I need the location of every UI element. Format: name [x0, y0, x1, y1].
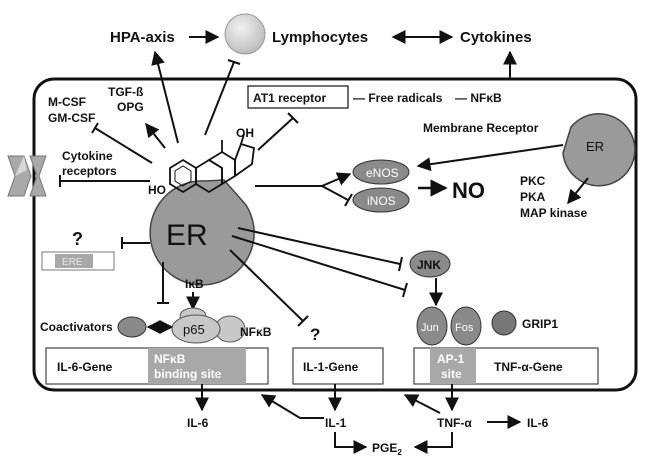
p65-label: p65	[183, 322, 205, 337]
er-inhibits-jnk	[237, 227, 401, 265]
pka-label: PKA	[520, 190, 546, 204]
il1-gene-box	[292, 347, 384, 385]
er-inhibits-at1	[257, 117, 294, 151]
map-kinase-label: MAP kinase	[520, 206, 587, 220]
ho-label: HO	[148, 183, 166, 197]
er-inhibits-lymphocytes	[204, 61, 235, 136]
ikb-label: IκB	[185, 277, 204, 291]
il1-label: IL-1	[325, 416, 347, 430]
inhibit-bar-at1	[287, 112, 299, 124]
inhibit-bar-jnk	[398, 256, 403, 272]
membrane-er-to-nos-arrow	[416, 144, 564, 172]
il1-to-pge2-arrow	[334, 432, 368, 454]
gmcsf-label: GM-CSF	[48, 111, 95, 125]
er-to-tgfb-arrow	[145, 122, 166, 149]
er-inhibits-mcsf	[94, 127, 153, 164]
jnk-protein	[409, 250, 451, 278]
coactivators-label: Coactivators	[40, 320, 113, 334]
tnf-gene-label: TNF-α-Gene	[494, 360, 563, 374]
fos-label: Fos	[455, 322, 474, 334]
il6-left-label: IL-6	[187, 416, 209, 430]
lymphocytes-label: Lymphocytes	[272, 29, 368, 46]
cell-membrane	[32, 77, 638, 392]
il6-right-label: IL-6	[527, 416, 549, 430]
jnk-label: JNK	[417, 258, 441, 272]
er-to-enos-arrow	[321, 172, 352, 187]
oh-label: OH	[236, 126, 254, 140]
cytokine-receptors-label-2: receptors	[62, 164, 117, 178]
il1-feedback-arrow	[260, 394, 324, 419]
jun-protein	[416, 306, 448, 346]
inhibit-bar-lymphocytes	[227, 59, 241, 65]
cytokines-label: Cytokines	[460, 29, 532, 46]
free-radicals-label: — Free radicals	[353, 91, 443, 105]
inhibit-bar-inos	[344, 193, 353, 207]
il1-gene-label: IL-1-Gene	[303, 360, 359, 374]
membrane-er-to-kinases-arrow	[567, 177, 589, 205]
inhibit-bar-il1	[297, 315, 309, 327]
tnfa-feedback-arrow	[403, 394, 441, 414]
inhibit-bar-jun-fos	[402, 282, 408, 298]
ap1-label-1: AP-1	[437, 352, 465, 366]
nfkb-site-label-2: binding site	[154, 367, 222, 381]
er-main-label: ER	[166, 219, 208, 252]
estrogen-receptor	[149, 179, 255, 286]
nfkb-top-label: — NFκB	[455, 91, 502, 105]
er-inhibits-jun-fos	[231, 235, 406, 291]
tgfb-label: TGF-ß	[108, 85, 143, 99]
unknown-mark-il1: ?	[310, 325, 320, 344]
membrane-receptor-label: Membrane Receptor	[423, 121, 539, 135]
tnfa-label: TNF-α	[437, 416, 472, 430]
at1-receptor-box	[247, 85, 349, 109]
ere-label: ERE	[62, 257, 83, 268]
enos-label: eNOS	[366, 166, 399, 180]
hpa-axis-label: HPA-axis	[110, 29, 175, 46]
jun-label: Jun	[421, 322, 439, 334]
grip1-protein	[491, 310, 517, 336]
opg-label: OPG	[117, 100, 144, 114]
membrane-estrogen-receptor	[562, 113, 636, 187]
pkc-label: PKC	[520, 174, 546, 188]
lymphocyte-icon	[224, 13, 266, 55]
ap1-label-2: site	[441, 367, 462, 381]
ap1-site	[430, 348, 476, 384]
coactivator-protein	[117, 316, 147, 338]
fos-protein	[450, 306, 482, 346]
cytokine-receptor-icon	[7, 155, 47, 197]
tnfa-to-pge2-arrow	[413, 432, 453, 454]
pge2-label: PGE2	[372, 441, 402, 457]
grip1-label: GRIP1	[522, 317, 558, 331]
inos-protein	[352, 187, 410, 213]
estradiol-molecule	[169, 133, 255, 194]
unknown-mark-left: ?	[72, 229, 83, 249]
mcsf-label: M-CSF	[48, 95, 86, 109]
inos-label: iNOS	[367, 194, 396, 208]
er-membrane-label: ER	[586, 139, 604, 154]
il6-gene-label: IL-6-Gene	[57, 360, 113, 374]
er-inhibits-inos	[321, 185, 349, 201]
nfkb-binding-site	[148, 348, 246, 384]
at1-receptor-label: AT1 receptor	[253, 91, 326, 105]
nfkb-label: NFκB	[240, 325, 272, 339]
no-label: NO	[452, 178, 485, 203]
p65-protein	[171, 314, 221, 344]
ere-site	[55, 254, 93, 268]
enos-protein	[352, 159, 410, 185]
er-inhibits-il1	[229, 249, 304, 322]
nfkb-site-label-1: NFκB	[154, 352, 186, 366]
er-to-hpa-arrow	[151, 50, 179, 144]
cytokine-receptors-label-1: Cytokine	[62, 149, 113, 163]
inhibit-bar-mcsf	[91, 122, 99, 134]
